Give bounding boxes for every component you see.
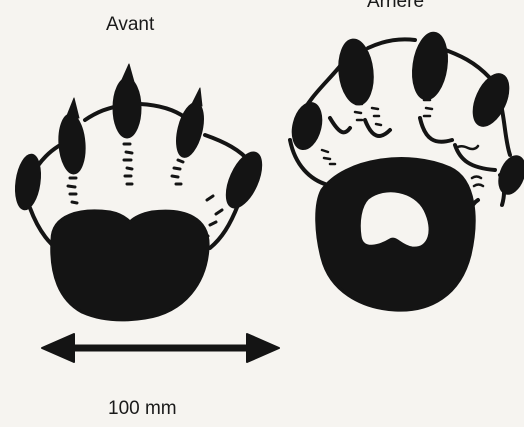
scale-arrow-head-left bbox=[42, 334, 74, 362]
scale-arrow-head-right bbox=[247, 334, 279, 362]
front-claw-4 bbox=[192, 88, 202, 106]
scale-arrow bbox=[42, 334, 279, 362]
front-main-pad bbox=[52, 211, 208, 320]
rear-toe-4 bbox=[466, 68, 516, 131]
rear-paw bbox=[288, 30, 524, 310]
front-claw-3 bbox=[121, 64, 134, 82]
front-claw-2 bbox=[66, 98, 79, 118]
front-toe-4 bbox=[172, 100, 209, 160]
front-paw bbox=[12, 64, 269, 320]
front-toe-5 bbox=[219, 147, 269, 213]
front-toe-2 bbox=[57, 113, 87, 175]
front-toe-3 bbox=[113, 78, 141, 138]
rear-toe-1 bbox=[288, 99, 327, 152]
rear-main-pad bbox=[317, 159, 474, 311]
